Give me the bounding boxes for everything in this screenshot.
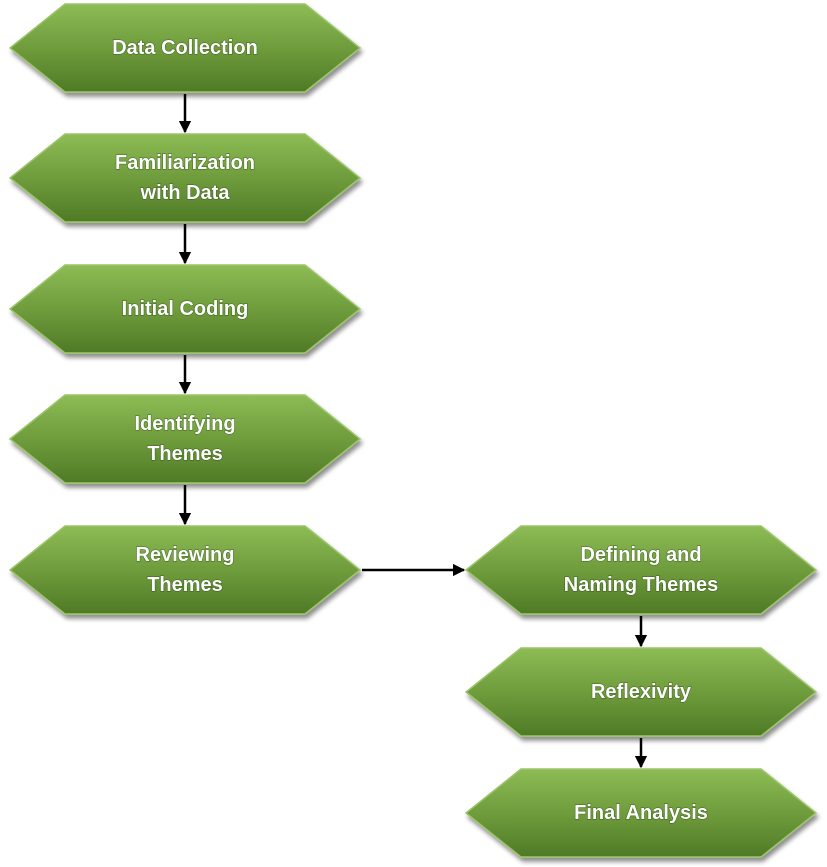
connectors (178, 94, 648, 769)
step-label: Reviewing (136, 544, 235, 566)
hexagon-shape (8, 394, 362, 484)
step-label: with Data (140, 182, 231, 204)
step-label: Themes (147, 443, 223, 465)
hexagon-shape (464, 647, 818, 737)
step-label: Defining and (580, 544, 701, 566)
hexagon-shape (464, 768, 818, 858)
step-label: Initial Coding (122, 298, 249, 320)
hexagon-shape (8, 133, 362, 223)
step-label: Themes (147, 574, 223, 596)
step-reflexivity: Reflexivity (464, 647, 818, 737)
step-label: Data Collection (112, 37, 258, 59)
hexagon-shape (464, 525, 818, 615)
hexagon-shape (8, 3, 362, 93)
step-label: Familiarization (115, 152, 255, 174)
step-label: Reflexivity (591, 681, 692, 703)
step-final-analysis: Final Analysis (464, 768, 818, 858)
step-data-collection: Data Collection (8, 3, 362, 93)
hexagon-shape (8, 264, 362, 354)
step-label: Naming Themes (564, 574, 718, 596)
step-initial-coding: Initial Coding (8, 264, 362, 354)
step-familiarization: Familiarization with Data (8, 133, 362, 223)
step-label: Final Analysis (574, 802, 708, 824)
step-label: Identifying (134, 413, 235, 435)
hexagon-shape (8, 525, 362, 615)
